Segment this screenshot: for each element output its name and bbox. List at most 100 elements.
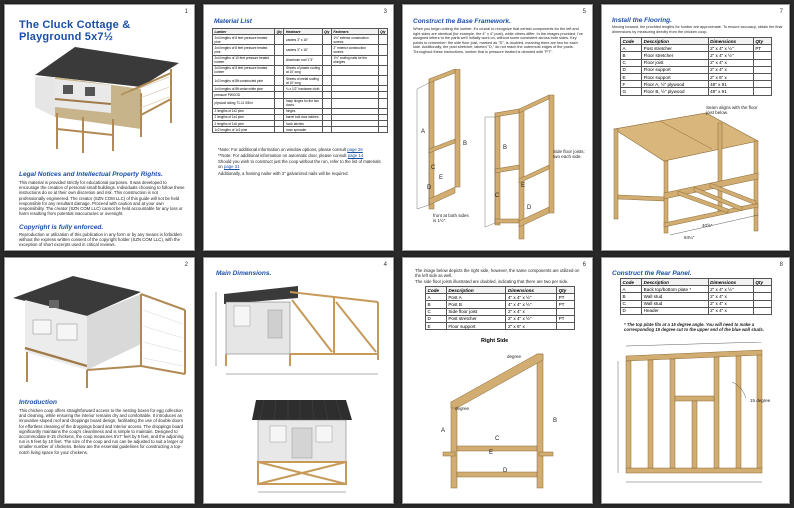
- page-number: 4: [383, 262, 387, 268]
- table-cell: Wall stud: [641, 299, 709, 308]
- table-cell: 2" x 4" x: [707, 58, 754, 67]
- table-cell: [752, 80, 773, 89]
- table-cell: Floor support: [445, 321, 507, 331]
- table-cell: 2" x 4" x: [707, 292, 754, 301]
- table-cell: casters 3" x 16": [283, 44, 323, 56]
- page-link[interactable]: page 31: [223, 164, 240, 170]
- table-cell: hasp hinges for the two doors: [283, 97, 323, 109]
- note-door: **Note: For additional information on au…: [218, 153, 388, 158]
- callout-front: front at both sides is 1½".: [433, 213, 469, 223]
- table-cell: D: [619, 65, 643, 74]
- page-number: 8: [779, 262, 783, 268]
- part-label-e: E: [489, 450, 494, 456]
- table-cell: casters 3" x 16": [283, 34, 323, 46]
- page-title: The Cluck Cottage & Playground 5x7½: [19, 19, 131, 43]
- table-row: 2x4 lengths of 8 feet pressure treated p…: [211, 34, 389, 46]
- table-cell: 2" x 4" x: [707, 299, 754, 308]
- coop-run-illustration: [13, 276, 186, 388]
- flooring-heading: Install the Flooring.: [612, 17, 672, 24]
- main-dimensions-heading: Main Dimensions.: [216, 270, 272, 277]
- table-cell: [321, 34, 332, 46]
- note-text: **Note: For additional information on au…: [218, 153, 347, 158]
- note-nailer: Additionally, a framing nailer with 3" g…: [218, 171, 349, 176]
- table-cell: [330, 64, 379, 76]
- table-row: pressure PWOOD: [211, 91, 389, 99]
- table-cell: D: [425, 314, 447, 323]
- table-header: Dimensions: [707, 277, 754, 287]
- page6-text2: The side floor joists illustrated are do…: [415, 279, 569, 284]
- page-1: 1 The Cluck Cottage & Playground 5x7½ Le…: [4, 4, 195, 251]
- table-cell: PT: [752, 44, 773, 53]
- note-text: *Note: For additional information on win…: [218, 147, 347, 152]
- page-number: 1: [184, 9, 188, 15]
- table-cell: Sheets of plastic roofing at 10' long: [283, 64, 323, 76]
- table-cell: [321, 91, 332, 99]
- table-cell: 1x2 lengths of 8ft constructed pine: [211, 74, 276, 87]
- table-cell: [321, 54, 332, 66]
- degree-left-label: degree: [455, 406, 470, 411]
- table-cell: Post B: [445, 300, 507, 309]
- page-number: 6: [582, 262, 586, 268]
- table-cell: [752, 51, 773, 60]
- table-cell: [377, 54, 389, 66]
- table-cell: Post stretcher: [445, 314, 507, 323]
- table-cell: [752, 306, 773, 315]
- table-cell: PT: [556, 314, 575, 323]
- table-cell: B: [425, 300, 447, 309]
- table-cell: [752, 285, 773, 294]
- page-link[interactable]: page 26: [347, 147, 363, 152]
- base-framework-text: When you begin cutting the lumber, it's …: [413, 27, 583, 54]
- page-number: 2: [184, 262, 188, 268]
- part-label-c2: C: [495, 193, 500, 199]
- table-header-row: Lumber Qty Hardware Qty Fasteners Qty: [211, 27, 389, 36]
- rear-panel-diagram: [617, 342, 763, 483]
- table-cell: [377, 126, 389, 134]
- table-cell: 2" x 6" x: [505, 321, 558, 331]
- page-number: 3: [383, 9, 387, 15]
- table-cell: 2x4 lengths of 10 feet pressure treated …: [211, 54, 276, 66]
- table-header: Code: [619, 36, 643, 46]
- seam-note: Seam aligns with the floor joist below.: [706, 105, 758, 115]
- legal-heading: Legal Notices and Intellectual Property …: [19, 171, 163, 178]
- page6-text1: The image below depicts the right side, …: [415, 268, 580, 279]
- table-row: 2x4 lengths of 8 feet pressure treated p…: [211, 44, 389, 56]
- part-label-d2: D: [527, 205, 532, 211]
- table-cell: [321, 64, 332, 76]
- side-label: Right Side: [481, 338, 509, 344]
- table-cell: Aluminum roof 1"3": [283, 54, 323, 66]
- coop-illustration: [35, 47, 179, 153]
- table-cell: 2" x 4" x: [505, 307, 558, 316]
- dimension-depth: 40⅝": [702, 223, 713, 228]
- page-link[interactable]: page 14: [347, 153, 364, 158]
- intro-heading: Introduction: [19, 399, 57, 406]
- table-cell: [556, 321, 575, 331]
- table-cell: 2x3 lengths of 8 feet pressure treated l…: [211, 64, 276, 76]
- page-number: 5: [582, 9, 586, 15]
- table-cell: 2" x 4" x ½": [707, 285, 754, 294]
- table-cell: 2" x 4" x ½": [707, 44, 754, 53]
- table-row: 2x3 lengths of 8 feet pressure treated l…: [211, 64, 389, 76]
- table-cell: Floor joist: [641, 58, 709, 67]
- table-cell: 48" x 91: [707, 80, 754, 89]
- table-cell: 48" x 91: [707, 87, 754, 96]
- part-label-e2: E: [521, 183, 526, 189]
- table-cell: Floor stretcher: [641, 51, 709, 60]
- table-cell: [274, 126, 285, 134]
- table-header-row: Code Description Dimensions Qty: [619, 36, 773, 46]
- page-4: 4 Main Dimensions.: [203, 257, 394, 504]
- table-cell: [377, 97, 389, 109]
